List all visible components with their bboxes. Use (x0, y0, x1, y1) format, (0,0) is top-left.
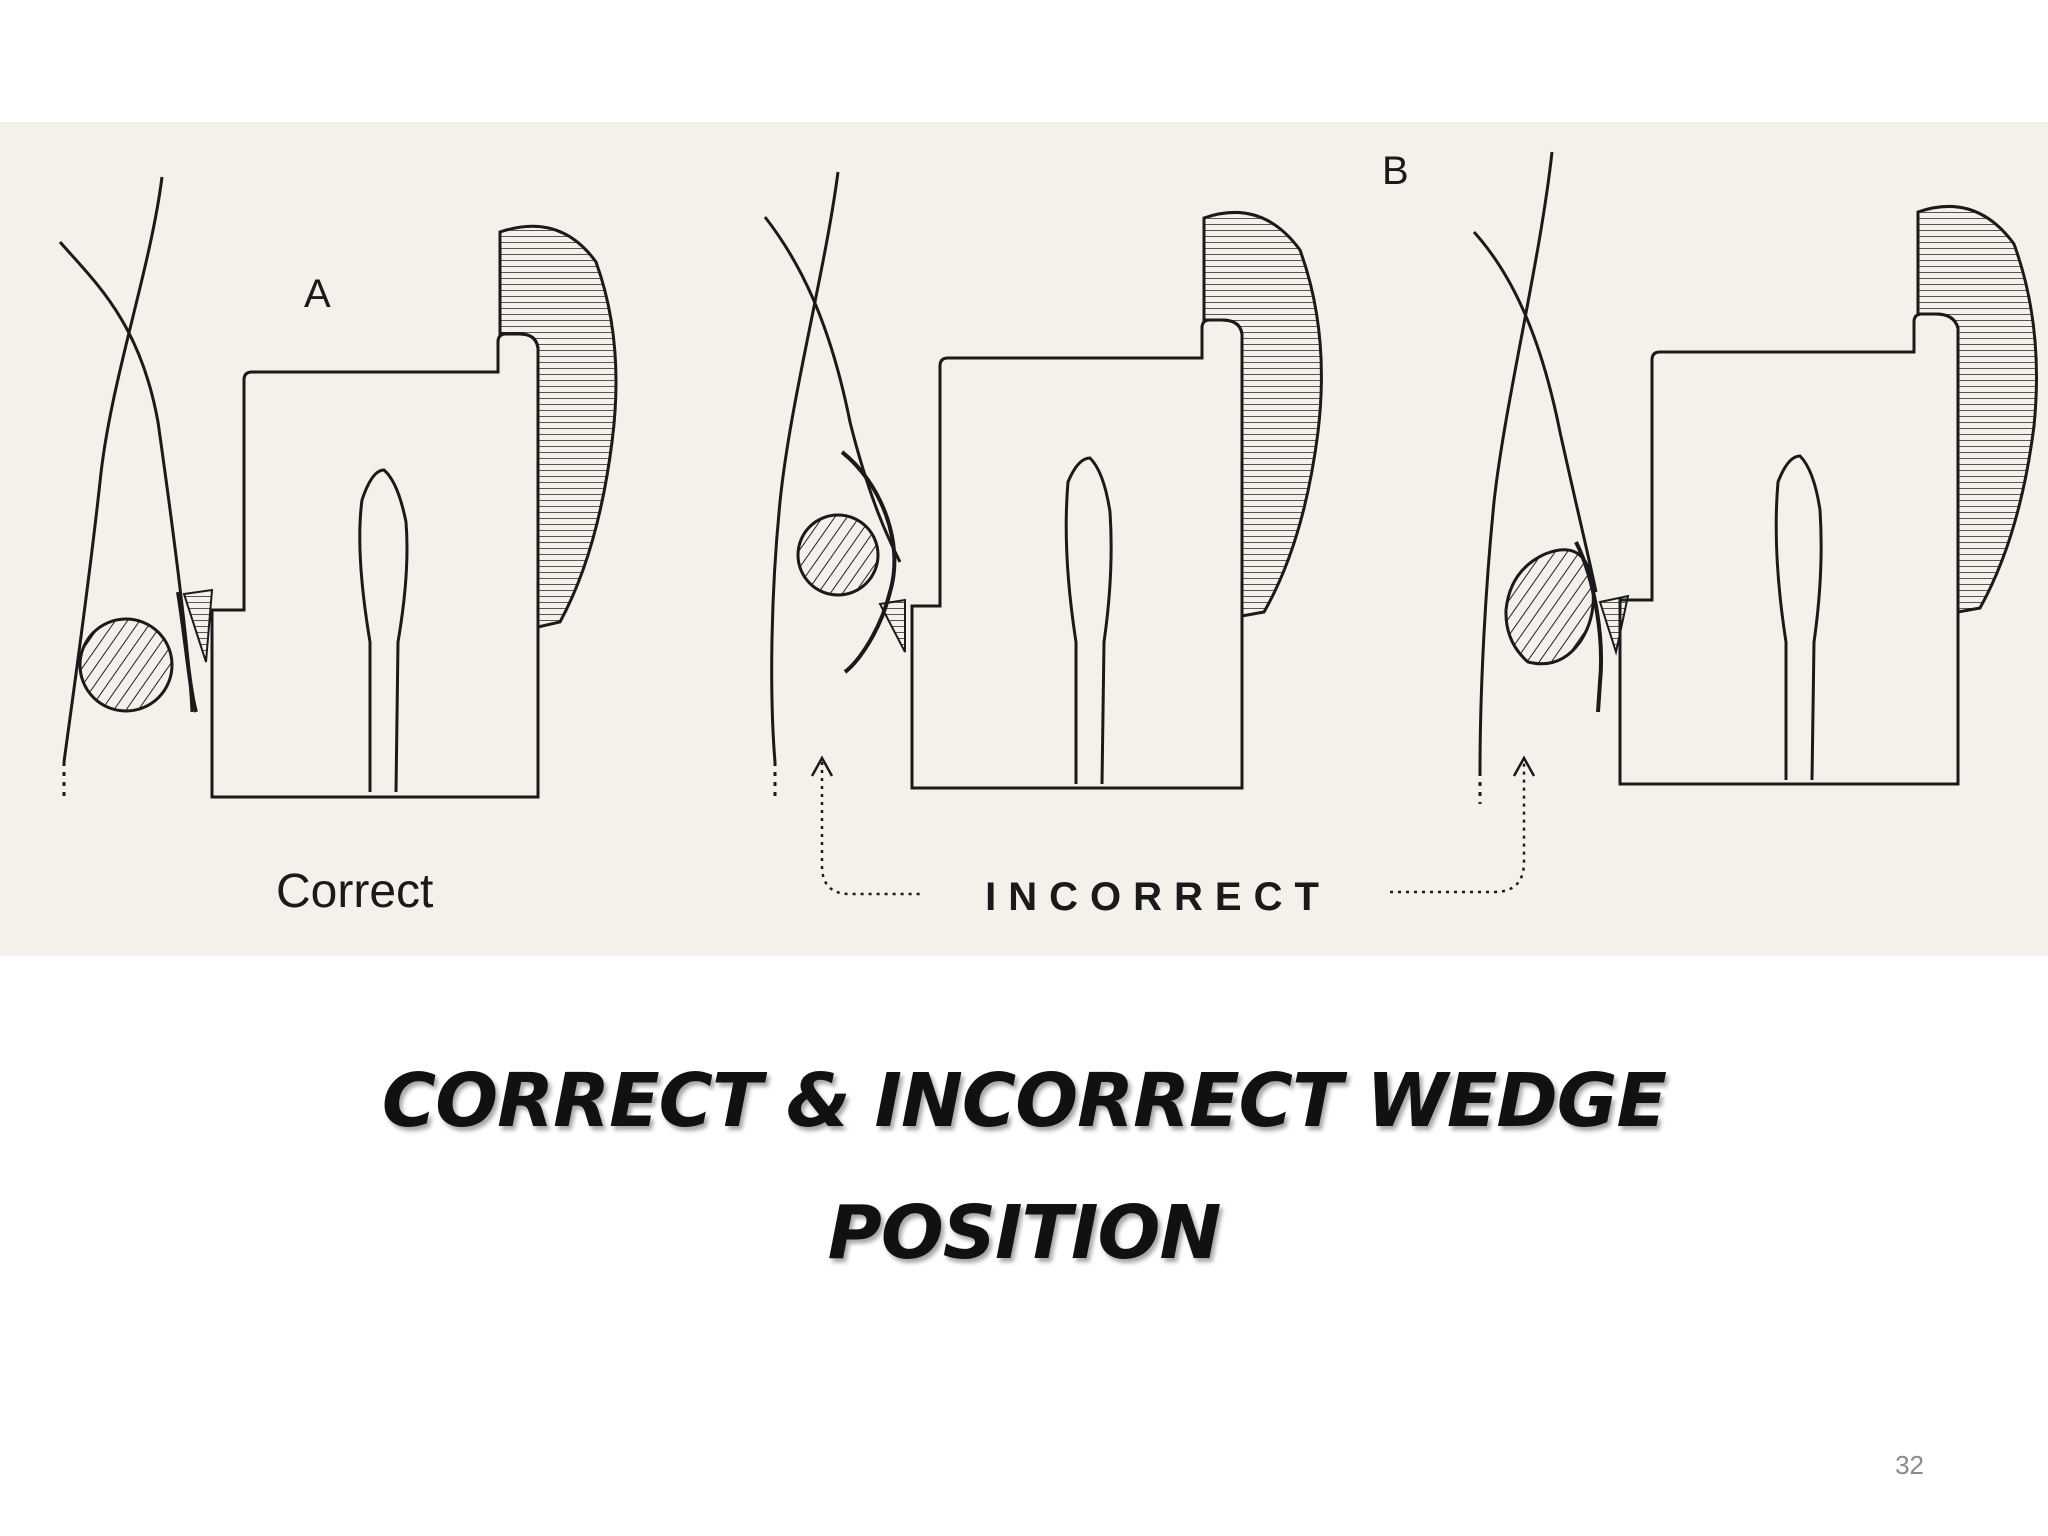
pulp-outline (1064, 456, 1113, 785)
tooth-left-line (1478, 151, 1554, 773)
gingiva-outer-line (1472, 230, 1598, 593)
tooth-outline (1618, 312, 1960, 786)
gingiva-outer-line (763, 216, 902, 563)
incorrect-caption-group: INCORRECT (810, 755, 1536, 919)
pulp-outline (1774, 454, 1823, 781)
dotted-arrow-left (820, 762, 922, 896)
wedge-triangle (1598, 594, 1630, 656)
arrow-head-right (1512, 755, 1536, 777)
label-b: B (1382, 149, 1409, 193)
slide-title-line-2: POSITION (827, 1190, 1222, 1276)
matrix-band (176, 591, 198, 713)
matrix-band (840, 450, 897, 674)
panel-c-incorrect-right (1472, 151, 2038, 804)
caption-correct: Correct (276, 865, 433, 918)
hatched-cusp (1916, 204, 2038, 614)
tooth-outline (210, 332, 540, 799)
tooth-left-line (770, 171, 840, 763)
panel-a-correct: A Correct (58, 176, 618, 918)
wedge-ball (78, 617, 174, 713)
wedge-triangle (878, 598, 906, 653)
page-number: 32 (1895, 1450, 1924, 1480)
wedge-ball (1504, 548, 1595, 666)
pulp-outline (358, 468, 409, 793)
tooth-left-line (62, 176, 164, 763)
slide-title-line-1: CORRECT & INCORRECT WEDGE (381, 1058, 1667, 1144)
label-a: A (304, 272, 331, 316)
arrow-head-left (810, 755, 834, 777)
wedge-triangle (182, 588, 214, 663)
wedge-diagram-svg: A Correct B (58, 149, 2038, 919)
wedge-ball (796, 513, 880, 597)
dotted-arrow-right (1390, 762, 1526, 894)
slide-title: CORRECT & INCORRECT WEDGE POSITION (0, 1035, 2048, 1299)
hatched-cusp (498, 224, 618, 629)
caption-incorrect: INCORRECT (985, 875, 1331, 919)
panel-b-incorrect-middle: B (763, 149, 1409, 802)
wedge-position-figure: A Correct B (0, 122, 2048, 956)
hatched-cusp (1202, 210, 1323, 618)
